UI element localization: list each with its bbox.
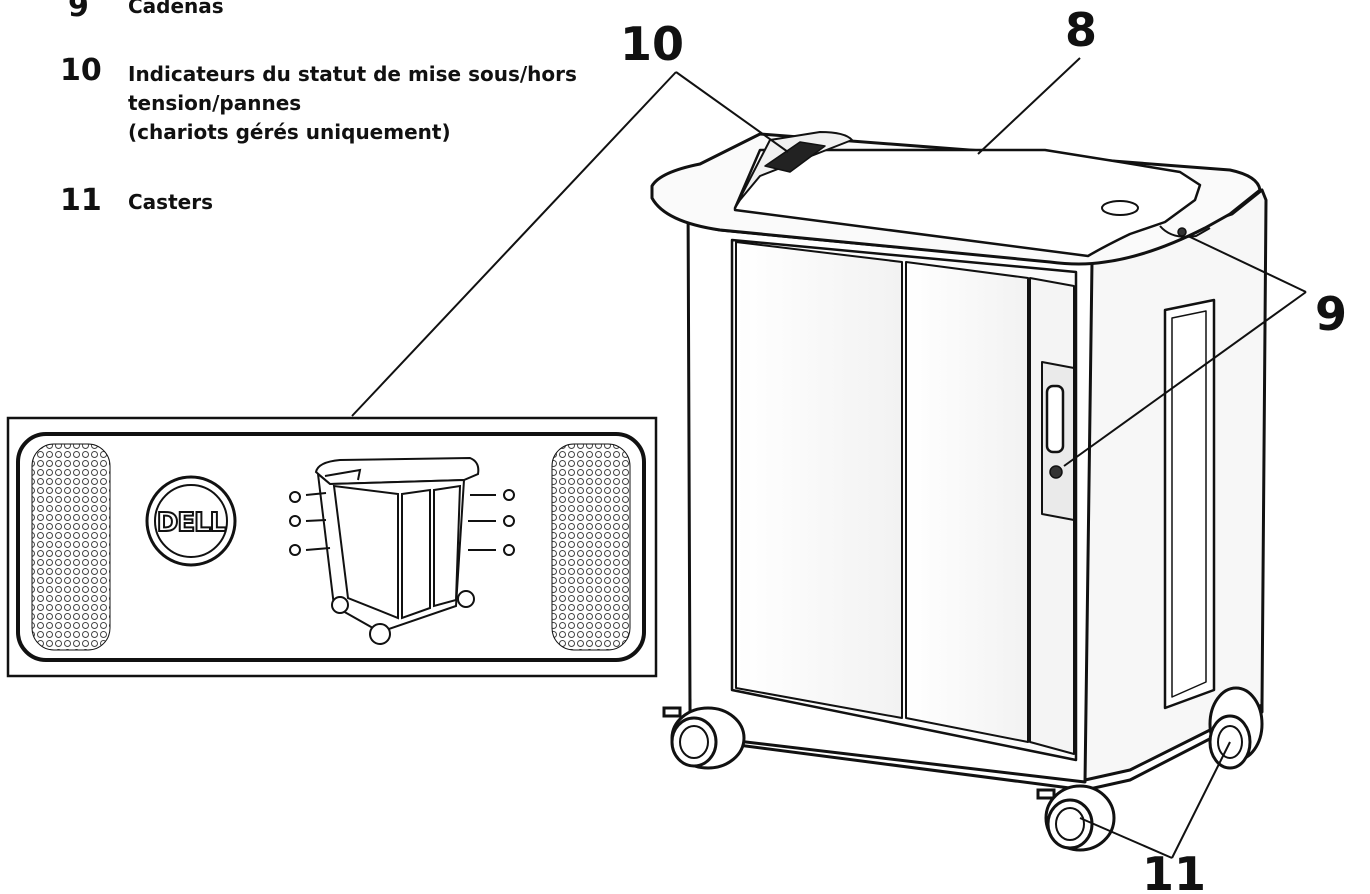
caster-rear-right [1208, 686, 1264, 770]
top-padlock-icon [1177, 227, 1187, 237]
cart-right-door [905, 261, 1029, 743]
indicator-leds-left [289, 491, 331, 556]
legend-number: 11 [60, 183, 102, 218]
callout-10: 10 [620, 17, 684, 71]
cart-body [686, 188, 1268, 792]
top-latch-notch [1159, 225, 1211, 238]
leader-9-latch [1063, 291, 1307, 467]
speaker-grille-right [551, 443, 631, 651]
lid-panel [733, 148, 1202, 258]
cart-top [650, 131, 1262, 266]
leader-lines [351, 57, 1307, 859]
dell-logo-badge [1101, 200, 1139, 216]
latch-handle [1045, 384, 1065, 454]
callout-9: 9 [1315, 287, 1347, 341]
legend-label-line-3: (chariots gérés uniquement) [128, 120, 451, 144]
mini-cart-icon [314, 456, 480, 645]
leader-9-top [1187, 235, 1307, 293]
caster-front-left [662, 706, 746, 770]
callout-8: 8 [1065, 3, 1097, 57]
leader-10-to-inset [351, 71, 677, 417]
legend-label-line-1: Indicateurs du statut de mise sous/hors [128, 62, 577, 86]
dell-logo: DELL [145, 475, 237, 567]
cart-left-door [735, 241, 903, 719]
padlock-icon [1049, 465, 1063, 479]
leader-11-front [1079, 817, 1173, 859]
leader-10-to-cart [675, 71, 789, 153]
indicator-leds-right [468, 489, 515, 556]
callout-11: 11 [1142, 847, 1206, 894]
inset-indicator-panel: DELL [6, 416, 658, 678]
dell-logo-text: DELL [157, 508, 226, 538]
legend-label-line-2: tension/pannes [128, 91, 302, 115]
caster-front-right [1036, 784, 1116, 852]
indicator-strip [764, 141, 826, 173]
legend-number: 9 [68, 0, 89, 24]
legend-label: Cadenas [128, 0, 224, 18]
leader-8 [977, 57, 1081, 155]
speaker-grille-left [31, 443, 111, 651]
legend-number: 10 [60, 53, 102, 88]
legend-label: Casters [128, 190, 213, 214]
leader-11-rear [1171, 741, 1231, 859]
